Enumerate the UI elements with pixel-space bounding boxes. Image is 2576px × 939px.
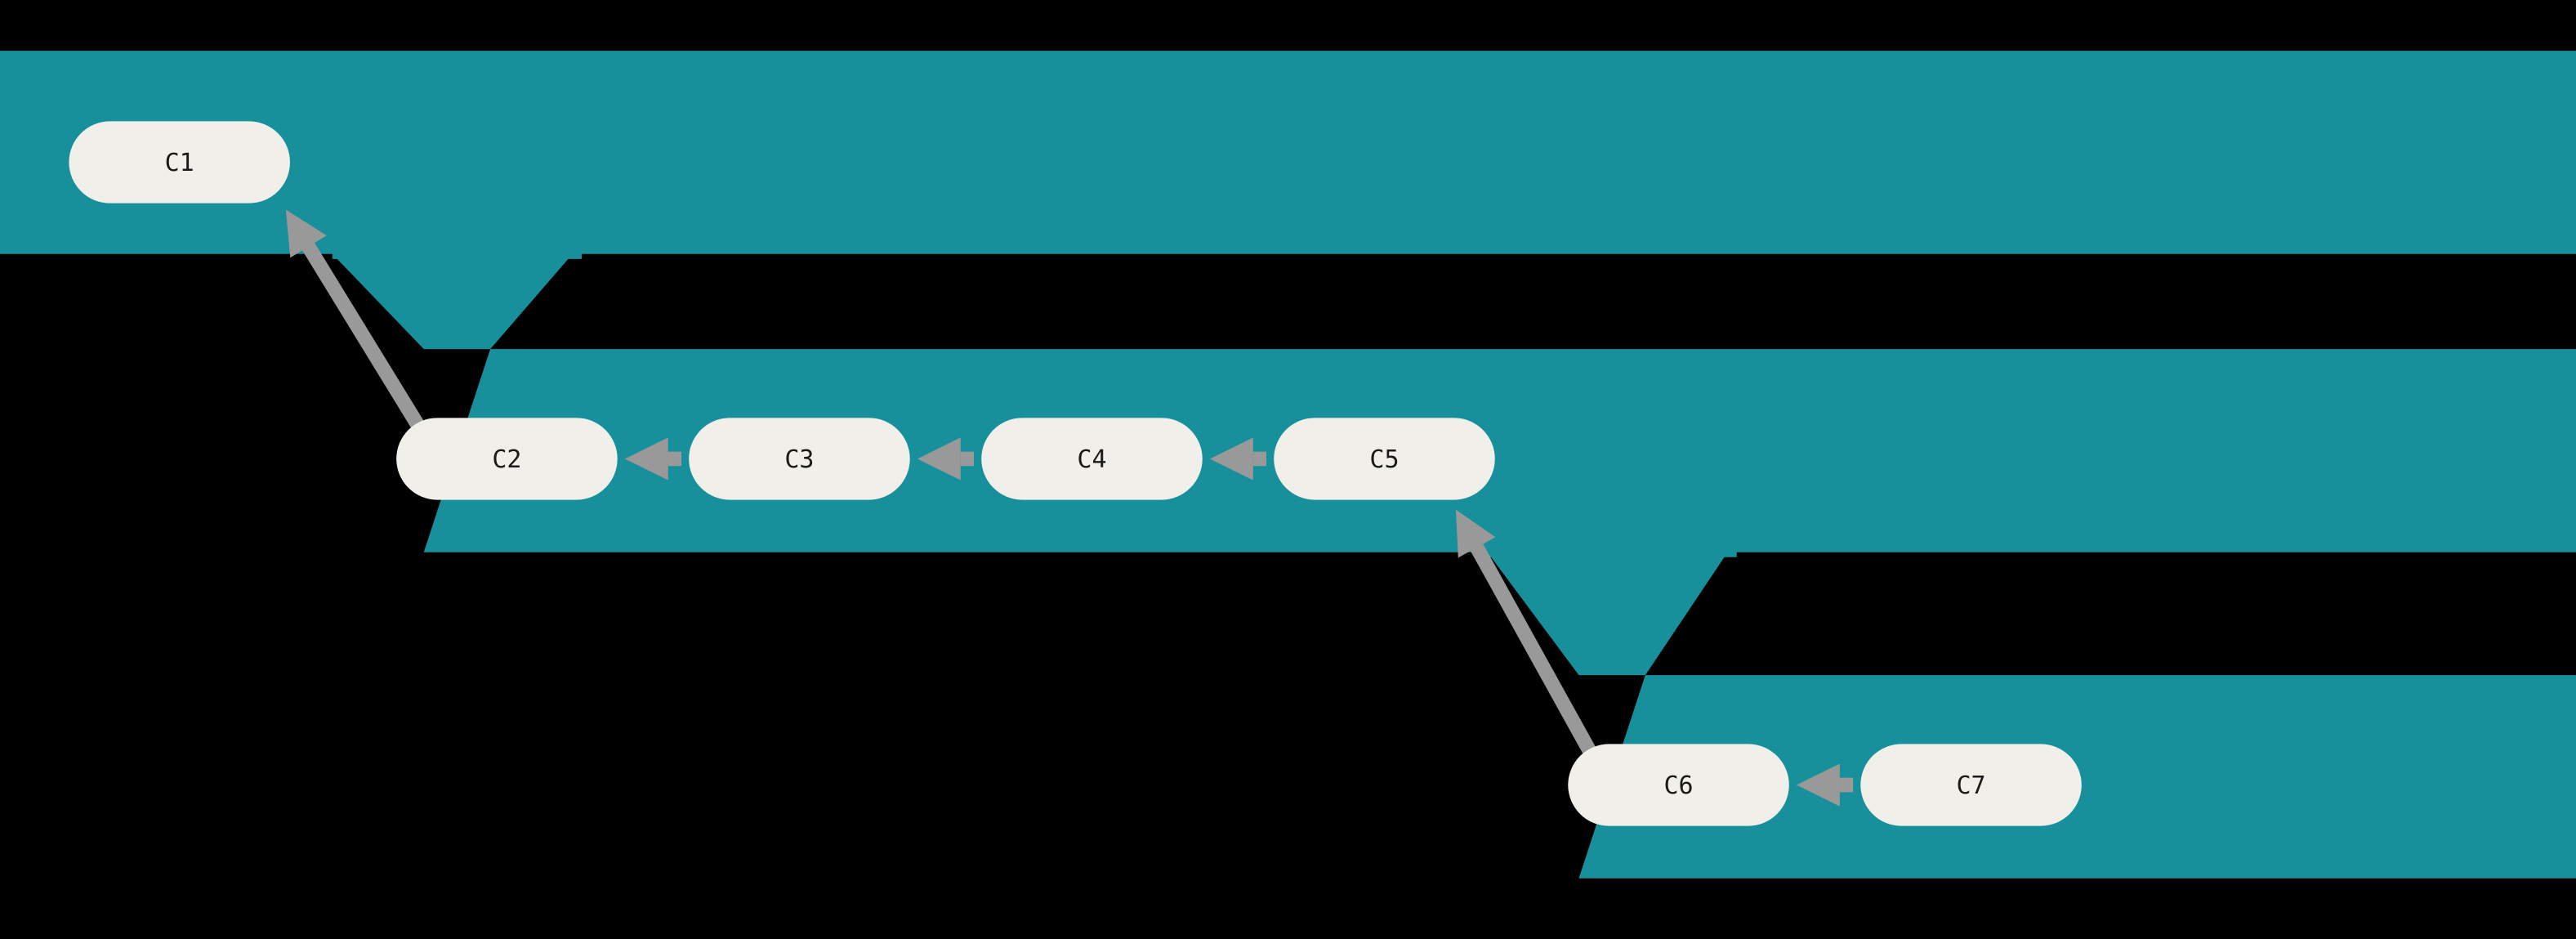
commit-label-C6: C6 <box>1663 771 1693 800</box>
edge-C7-to-C6 <box>1796 763 1854 807</box>
commit-label-C2: C2 <box>492 445 521 474</box>
branch-band-develop <box>423 349 2576 552</box>
commit-edges-group <box>285 209 1854 807</box>
commit-label-C1: C1 <box>165 149 194 177</box>
connector-joint-develop <box>1487 545 1737 557</box>
commit-label-C4: C4 <box>1077 445 1106 474</box>
commit-label-C7: C7 <box>1956 771 1985 800</box>
edge-C2-to-C1 <box>285 209 427 433</box>
commit-node-C4[interactable]: C4 <box>981 418 1203 500</box>
commit-node-shape-C1 <box>69 121 290 203</box>
edge-C4-to-C3 <box>917 437 975 481</box>
edge-C3-to-C2 <box>624 437 682 481</box>
commit-label-C3: C3 <box>784 445 814 474</box>
commit-node-C5[interactable]: C5 <box>1274 418 1495 500</box>
edge-C6-to-C5 <box>1455 509 1599 759</box>
branch-connector-develop-to-topic <box>1487 552 1728 676</box>
commit-node-shape-C5 <box>1274 418 1495 500</box>
branch-connector-master-to-develop <box>332 253 573 350</box>
connector-joint-master <box>332 247 582 259</box>
commit-node-C2[interactable]: C2 <box>396 418 618 500</box>
edge-C5-to-C4 <box>1209 437 1267 481</box>
commit-node-C3[interactable]: C3 <box>689 418 910 500</box>
commit-node-shape-C7 <box>1860 744 2082 826</box>
branch-band-master <box>0 51 2576 254</box>
commit-label-C5: C5 <box>1369 445 1399 474</box>
commit-node-C1[interactable]: C1 <box>69 121 290 203</box>
commit-node-C7[interactable]: C7 <box>1860 744 2082 826</box>
commit-node-shape-C4 <box>981 418 1203 500</box>
commit-node-shape-C6 <box>1568 744 1789 826</box>
commit-node-shape-C2 <box>396 418 618 500</box>
commit-node-C6[interactable]: C6 <box>1568 744 1789 826</box>
branch-bands-group <box>0 51 2576 879</box>
commit-node-shape-C3 <box>689 418 910 500</box>
